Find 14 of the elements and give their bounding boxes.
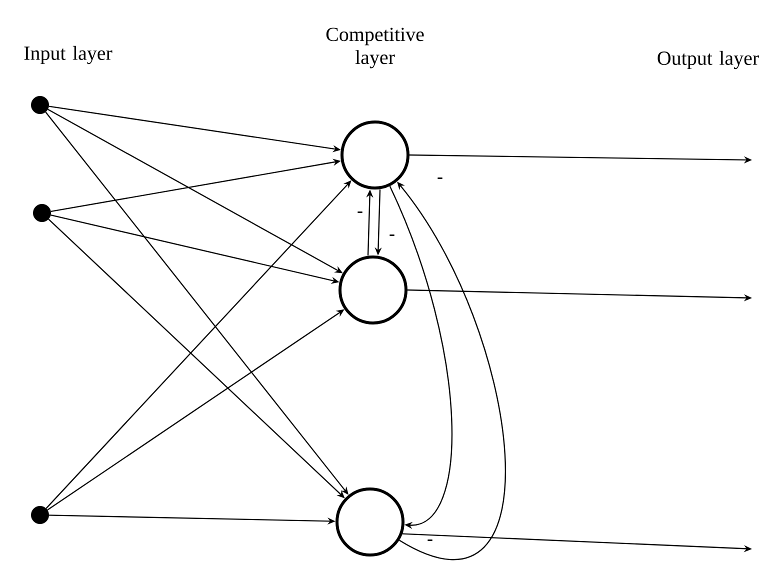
arrow [389,186,452,529]
input-node [31,96,49,114]
minus-sign: - [438,178,442,180]
competitive-node [338,256,408,324]
minus-sign: - [358,212,362,214]
layer-label: Input layer [24,46,112,64]
competitive-node [336,488,404,556]
minus-sign: - [428,540,432,542]
layer-label: Competitive layer [326,28,424,68]
competitive-node [340,120,410,190]
input-node [31,506,49,524]
layer-label: Output layer [658,50,759,70]
minus-sign: - [390,234,394,236]
input-node [33,204,51,222]
